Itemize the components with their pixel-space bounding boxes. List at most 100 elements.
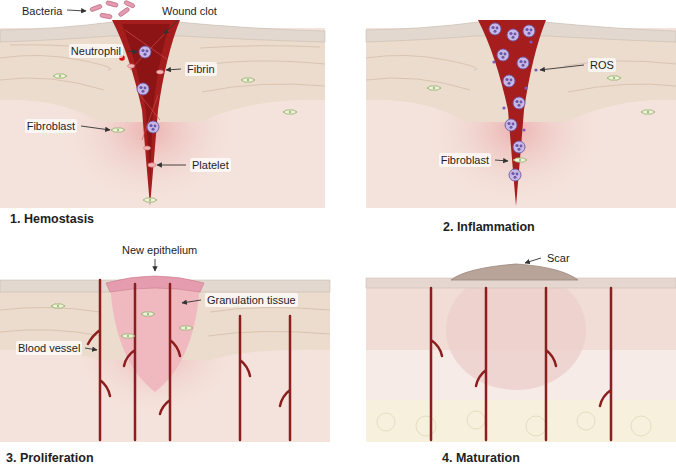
fibroblast bbox=[141, 312, 155, 317]
leader-line bbox=[164, 20, 178, 34]
panel-title: 2. Inflammation bbox=[441, 220, 537, 235]
fibroblast bbox=[513, 158, 527, 163]
callout-label: New epithelium bbox=[120, 243, 199, 257]
leader-line bbox=[155, 259, 156, 271]
fat-cells-part bbox=[631, 416, 651, 436]
fibrin-strands-part bbox=[142, 95, 158, 140]
ros-dots-part bbox=[492, 60, 495, 63]
platelets bbox=[128, 64, 164, 167]
platelets-part bbox=[148, 163, 156, 167]
fat-cells-part bbox=[416, 416, 436, 436]
ros-dots-part bbox=[524, 86, 527, 89]
blood-vessels bbox=[431, 288, 611, 440]
fibroblast bbox=[427, 86, 441, 91]
clot-core bbox=[122, 24, 170, 180]
fibroblast bbox=[241, 78, 255, 83]
ros-dots-part bbox=[534, 68, 537, 71]
neutrophil bbox=[513, 97, 525, 109]
blood-vessels-part bbox=[431, 288, 442, 440]
dermis-texture-part bbox=[0, 78, 104, 90]
callout-label: Fibroblast bbox=[439, 153, 491, 167]
fat-layer bbox=[366, 400, 676, 442]
hypodermis bbox=[0, 280, 330, 442]
neutrophil bbox=[513, 141, 525, 153]
ros-dots-part bbox=[502, 106, 505, 109]
leader-line bbox=[540, 65, 584, 70]
callout-label: Neutrophil bbox=[69, 44, 123, 58]
neutrophil bbox=[503, 75, 515, 87]
dermis-texture-part bbox=[208, 331, 330, 336]
ros-dots-part bbox=[529, 40, 532, 43]
panel-title: 4. Maturation bbox=[440, 451, 522, 466]
neutrophil bbox=[139, 46, 151, 58]
fibrin-strands bbox=[125, 28, 170, 140]
callout-label: Fibroblast bbox=[25, 119, 77, 133]
leader-line bbox=[67, 10, 86, 11]
neutrophil bbox=[509, 169, 521, 181]
neutrophil bbox=[147, 121, 159, 133]
dermis-texture-part bbox=[0, 330, 102, 336]
fibroblast bbox=[283, 110, 297, 115]
neutrophil bbox=[489, 23, 501, 35]
fibroblast bbox=[179, 326, 193, 331]
neutrophil bbox=[497, 49, 509, 61]
callout-label: Blood vessel bbox=[16, 341, 82, 355]
fibroblast bbox=[121, 334, 135, 339]
neutrophil bbox=[137, 83, 149, 95]
blood-vessels-part bbox=[600, 288, 611, 440]
bacteria-part bbox=[100, 13, 113, 19]
proliferation-panel bbox=[0, 276, 330, 442]
callout-label: Fibrin bbox=[185, 62, 217, 76]
inflammation-panel bbox=[366, 20, 676, 210]
neutrophil bbox=[505, 119, 517, 131]
platelets-part bbox=[128, 64, 135, 68]
fibroblast bbox=[143, 198, 157, 203]
ros-dots-part bbox=[522, 128, 525, 131]
neutrophil bbox=[507, 29, 519, 41]
dermis-texture-part bbox=[202, 84, 325, 92]
dermis-texture-part bbox=[198, 61, 325, 66]
callout-label: Bacteria bbox=[20, 4, 64, 18]
fibroblast bbox=[111, 128, 125, 133]
leader-lines bbox=[67, 10, 584, 350]
blood-vessels-part bbox=[88, 280, 110, 440]
leader-line bbox=[85, 348, 97, 350]
hemostasis-panel bbox=[0, 0, 325, 210]
callout-label: Platelet bbox=[190, 158, 231, 172]
scar-tissue bbox=[451, 264, 578, 280]
fibroblast bbox=[53, 74, 67, 79]
fibrin-strands-part bbox=[125, 30, 168, 60]
fibroblast bbox=[641, 110, 655, 115]
leader-line bbox=[127, 51, 137, 52]
wound-clot bbox=[478, 20, 546, 206]
bacteria-part bbox=[118, 7, 130, 17]
fat-cells-part bbox=[526, 416, 546, 436]
dermis-texture-part bbox=[200, 46, 320, 48]
blood-vessels-part bbox=[240, 316, 250, 440]
maturation-panel bbox=[366, 264, 676, 442]
neutrophil bbox=[517, 57, 529, 69]
panel-title: 3. Proliferation bbox=[4, 451, 96, 466]
leader-line bbox=[182, 300, 201, 303]
bacteria-part bbox=[106, 1, 119, 8]
fat-cells-part bbox=[377, 413, 395, 431]
leader-line bbox=[495, 160, 508, 161]
blood-vessels-part bbox=[476, 288, 486, 440]
callout-label: Granulation tissue bbox=[205, 293, 298, 307]
leader-line bbox=[166, 69, 181, 70]
leader-line bbox=[525, 258, 541, 263]
callout-label: Scar bbox=[545, 251, 572, 265]
blood-vessels-part bbox=[124, 284, 135, 440]
granulation-tissue bbox=[110, 282, 200, 392]
fibrin-strands-part bbox=[130, 28, 170, 70]
dermis-texture-part bbox=[210, 307, 330, 312]
bacteria-part bbox=[124, 0, 136, 8]
fat-cells-part bbox=[467, 411, 485, 429]
leader-line bbox=[81, 126, 110, 130]
blood-vessels-part bbox=[546, 288, 556, 440]
callout-label: ROS bbox=[588, 58, 616, 72]
new-epithelium bbox=[106, 276, 204, 292]
ros-dots bbox=[492, 40, 537, 131]
dermis-texture-part bbox=[366, 78, 470, 90]
